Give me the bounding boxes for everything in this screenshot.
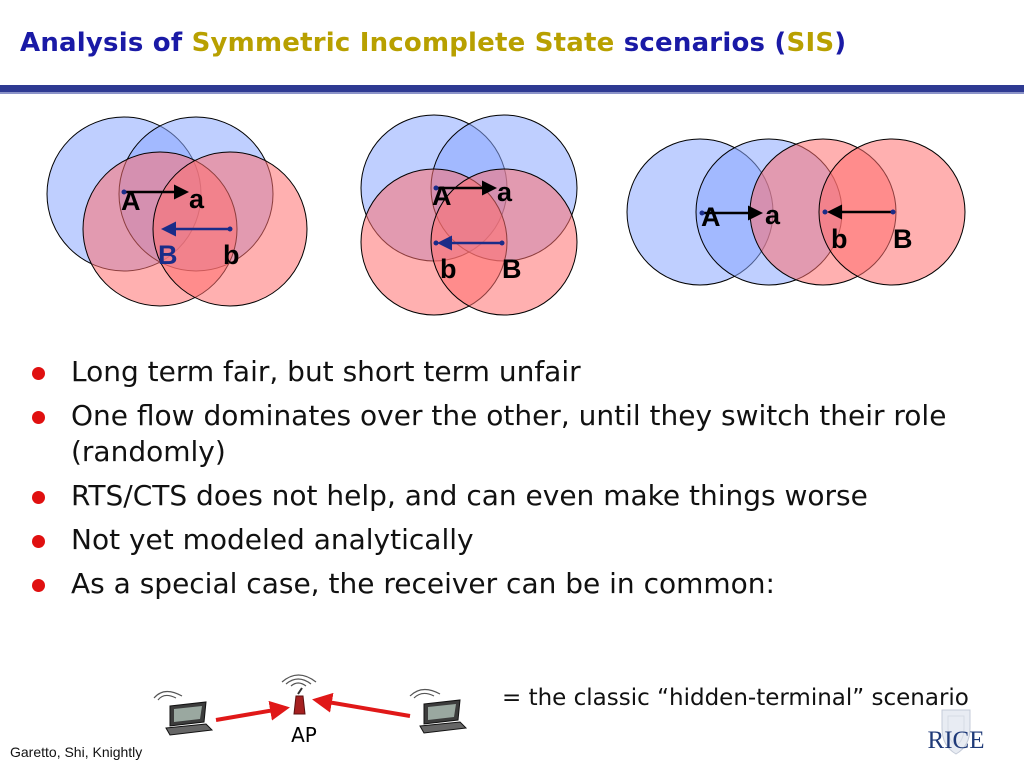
- bullet-item: RTS/CTS does not help, and can even make…: [30, 478, 990, 514]
- diagram-3: A a b B: [626, 138, 966, 286]
- node-dot: [121, 189, 127, 195]
- title-part-4: SIS: [786, 28, 835, 58]
- bullet-item: As a special case, the receiver can be i…: [30, 566, 990, 602]
- bullet-text: As a special case, the receiver can be i…: [71, 567, 775, 600]
- node-dot: [499, 240, 505, 246]
- footer-authors: Garetto, Shi, Knightly: [10, 744, 143, 760]
- title-part-2: Symmetric Incomplete State: [191, 28, 615, 58]
- node-label-A: A: [701, 202, 721, 232]
- node-dot: [822, 209, 828, 215]
- rice-logo-text: RICE: [928, 727, 985, 754]
- diagram-1: A a B b: [46, 116, 308, 307]
- node-dot: [227, 226, 233, 232]
- bullet-text: Not yet modeled analytically: [71, 523, 474, 556]
- title-part-5: ): [834, 28, 847, 58]
- bullet-dot-icon: [32, 579, 45, 592]
- node-label-b: b: [831, 224, 848, 254]
- bullet-item: One flow dominates over the other, until…: [30, 398, 990, 470]
- title-rule-shadow: [0, 92, 1024, 94]
- bullet-text: Long term fair, but short term unfair: [71, 355, 581, 388]
- link-arrow-right: [312, 692, 411, 718]
- node-dot: [699, 210, 705, 216]
- node-label-B: B: [158, 240, 178, 270]
- bullet-dot-icon: [32, 367, 45, 380]
- node-label-a: a: [765, 200, 781, 230]
- ap-label: AP: [291, 723, 317, 747]
- slide-title: Analysis of Symmetric Incomplete State s…: [20, 28, 846, 58]
- bullet-dot-icon: [32, 535, 45, 548]
- bullet-text: One flow dominates over the other, until…: [71, 399, 947, 468]
- bullet-item: Long term fair, but short term unfair: [30, 354, 990, 390]
- access-point-icon: [281, 674, 317, 715]
- diagram-2: A a b B: [360, 114, 578, 316]
- sis-diagrams: A a B b A a b B A a b B: [46, 114, 966, 316]
- title-part-1: Analysis of: [20, 28, 192, 58]
- node-label-a: a: [497, 177, 513, 207]
- node-label-B: B: [893, 224, 913, 254]
- laptop-left-icon: [153, 690, 214, 736]
- node-label-A: A: [432, 181, 452, 211]
- bullet-item: Not yet modeled analytically: [30, 522, 990, 558]
- node-label-b: b: [223, 240, 240, 270]
- bullet-list: Long term fair, but short term unfair On…: [30, 354, 990, 610]
- node-dot: [433, 185, 439, 191]
- node-dot: [890, 209, 896, 215]
- bullet-dot-icon: [32, 491, 45, 504]
- hidden-terminal-note: = the classic “hidden-terminal” scenario: [502, 685, 969, 711]
- title-part-3: scenarios (: [614, 28, 787, 58]
- title-rule: [0, 85, 1024, 92]
- node-label-A: A: [121, 186, 141, 216]
- bullet-dot-icon: [32, 411, 45, 424]
- node-dot: [433, 240, 439, 246]
- node-label-B: B: [502, 254, 522, 284]
- laptop-right-icon: [409, 688, 468, 734]
- node-label-b: b: [440, 254, 457, 284]
- bullet-text: RTS/CTS does not help, and can even make…: [71, 479, 868, 512]
- link-arrow-left: [215, 700, 290, 722]
- hidden-terminal-network: AP: [153, 674, 468, 747]
- node-label-a: a: [189, 184, 205, 214]
- rice-logo: RICE: [928, 709, 985, 755]
